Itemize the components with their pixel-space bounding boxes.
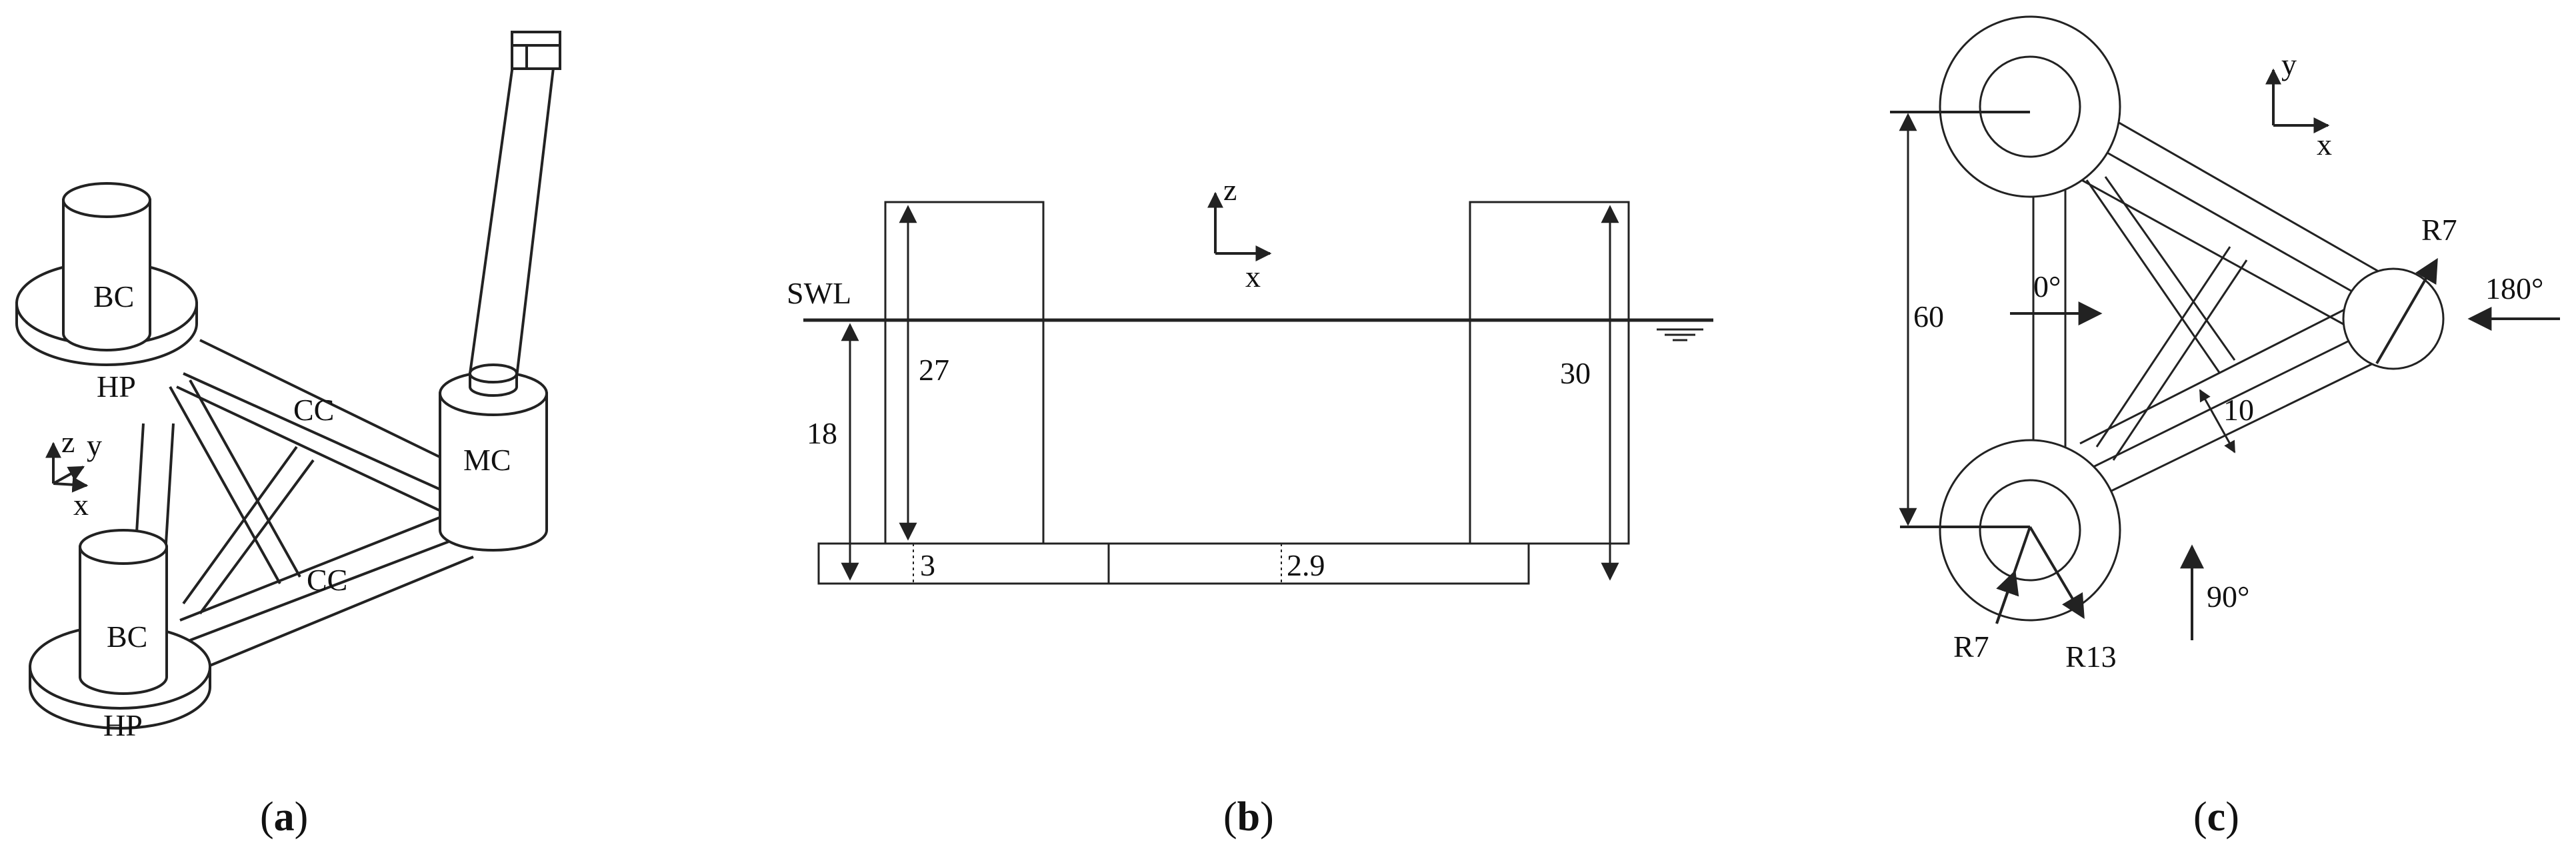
cross-braces [169,379,315,615]
axis-label-z: z [1223,173,1237,207]
caption-a: (a) [260,794,308,840]
label-bc-bottom: BC [107,620,147,654]
main-column-side [1469,201,1630,545]
caption-a-letter: a [274,794,295,840]
draft-value: 18 [807,416,837,450]
hp-radius-value: R13 [2065,640,2117,674]
caption-c: (c) [2193,794,2239,840]
hp-thickness-value: 3 [920,548,935,582]
swl-label: SWL [787,276,851,310]
axis-label-x: x [1245,259,1261,293]
heave-plate-side [817,542,1110,585]
label-hp-top: HP [97,369,136,403]
axis-label-y: y [87,428,102,462]
base-column-top [15,182,198,366]
base-column-bottom [29,529,211,730]
axis-label-y: y [2281,47,2297,81]
panel-b-axes: z x [1207,173,1272,293]
mc-radius-value: R7 [2421,213,2457,247]
bc-height-value: 27 [919,353,949,387]
mc-radius-leader [2375,257,2438,365]
label-hp-bottom: HP [103,708,143,742]
caption-b: (b) [1223,794,1274,840]
label-cc-top: CC [293,393,334,427]
base-column-side [884,201,1045,545]
axis-label-z: z [61,425,75,459]
hp-radius-leader [2029,526,2085,620]
spacing-value: 60 [1913,299,1944,333]
caption-c-letter: c [2207,794,2226,840]
pontoon-side [1107,542,1530,585]
main-column [439,363,548,552]
label-bc-top: BC [93,279,134,313]
panel-b: SWL 18 27 30 3 2.9 z x (b) [787,173,1713,840]
heading-180-label: 180° [2485,271,2543,305]
main-column-plan [2342,267,2445,370]
caption-b-letter: b [1237,794,1260,840]
pontoon-top [176,339,461,518]
pontoon-width-dimension [2199,389,2236,454]
axis-label-x: x [2317,127,2332,161]
panel-c: 60 10 R7 R7 R13 0° 180° 90° y x (c) [1890,15,2560,840]
pontoon-thickness-value: 2.9 [1287,548,1325,582]
bc-radius-value: R7 [1953,630,1989,664]
label-cc-bottom: CC [307,563,347,597]
panel-a-axes: z y x [45,425,102,522]
panel-c-axes: y x [2265,47,2332,161]
panel-a: z y x BC HP CC MC CC BC HP (a) [15,31,561,840]
heading-90-label: 90° [2207,580,2249,614]
pontoon-width-value: 10 [2223,393,2254,427]
axis-label-x: x [73,488,89,522]
heave-plate-top-plan [1939,15,2121,198]
pontoon-bottom [179,506,474,668]
tower [469,31,561,377]
cross-braces-plan [2085,176,2248,461]
base-column-top-plan [1979,55,2081,158]
heading-0-label: 0° [2033,269,2061,303]
mc-height-value: 30 [1560,356,1591,390]
label-mc: MC [463,443,511,477]
